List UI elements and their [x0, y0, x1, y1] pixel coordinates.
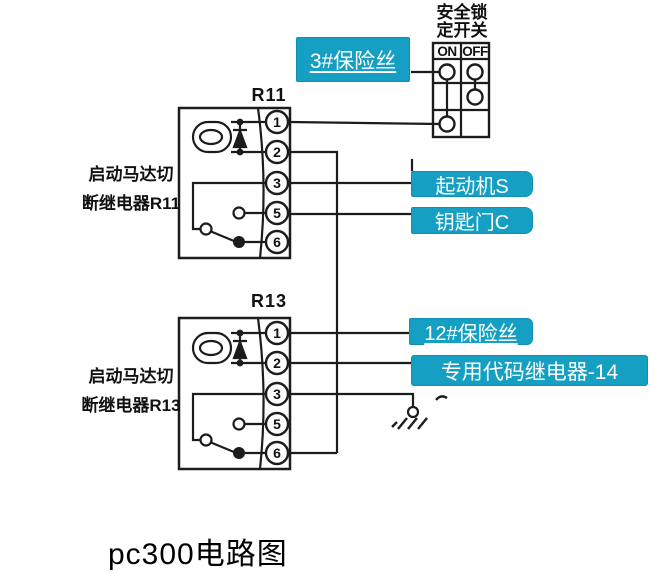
callout-key-switch: 钥匙门C [411, 207, 533, 234]
r13-terminal-2: 2 [273, 355, 281, 371]
r11-terminal-2: 2 [273, 144, 281, 160]
safety-switch-title-line1: 安全锁 [436, 3, 488, 22]
r11-terminal-3: 3 [273, 175, 281, 191]
wire-r11-t1-to-switch [289, 120, 440, 126]
page-title: pc300电路图 [108, 538, 288, 571]
callout-starter-label: 起动机S [435, 175, 509, 198]
r11-terminal-1: 1 [273, 114, 281, 130]
switch-col-off: OFF [462, 44, 488, 59]
callout-fuse3: 3#保险丝 [296, 37, 410, 82]
callout-fuse3-label: 3#保险丝 [309, 49, 397, 73]
safety-switch-title: 安全锁 定开关 [430, 4, 494, 40]
safety-lock-switch-icon [431, 41, 491, 139]
wire-r13-t3-to-ground [290, 392, 415, 407]
callout-fuse12: 12#保险丝 [409, 318, 533, 345]
relay-coil-icon [191, 120, 266, 154]
relay-contact-icon [191, 181, 266, 248]
ground-icon [391, 405, 428, 430]
callout-fuse12-label: 12#保险丝 [424, 323, 518, 345]
diode-icon [232, 118, 248, 156]
relay-r13-description: 启动马达切 断继电器R13 [74, 362, 188, 420]
r11-terminal-6: 6 [273, 234, 281, 250]
r13-terminal-6: 6 [273, 445, 281, 461]
r13-terminal-1: 1 [273, 325, 281, 341]
callout-code-relay-label: 专用代码继电器-14 [440, 360, 619, 384]
relay-r11-symbol [177, 106, 292, 260]
relay-r11-description: 启动马达切 断继电器R11 [74, 160, 188, 218]
r13-terminal-5: 5 [273, 416, 281, 432]
wire-r11-t2-bus [290, 150, 339, 453]
relay-r13-desc-line1: 启动马达切 [88, 367, 174, 386]
relay-contact-icon [191, 392, 266, 459]
relay-coil-icon [191, 331, 266, 365]
stray-mark [435, 395, 448, 401]
callout-code-relay: 专用代码继电器-14 [411, 355, 648, 386]
safety-switch-title-line2: 定开关 [436, 21, 488, 40]
relay-r11-name: R11 [251, 85, 287, 105]
callout-key-switch-label: 钥匙门C [434, 212, 510, 234]
relay-r13-desc-line2: 断继电器R13 [81, 396, 181, 415]
relay-r11-desc-line1: 启动马达切 [88, 165, 174, 184]
relay-r13-name: R13 [250, 291, 288, 311]
callout-starter: 起动机S [411, 171, 533, 198]
diode-icon [232, 329, 248, 367]
relay-r11-desc-line2: 断继电器R11 [81, 194, 181, 213]
r11-terminal-5: 5 [273, 205, 281, 221]
switch-col-on: ON [437, 44, 457, 59]
r13-terminal-3: 3 [273, 386, 281, 402]
